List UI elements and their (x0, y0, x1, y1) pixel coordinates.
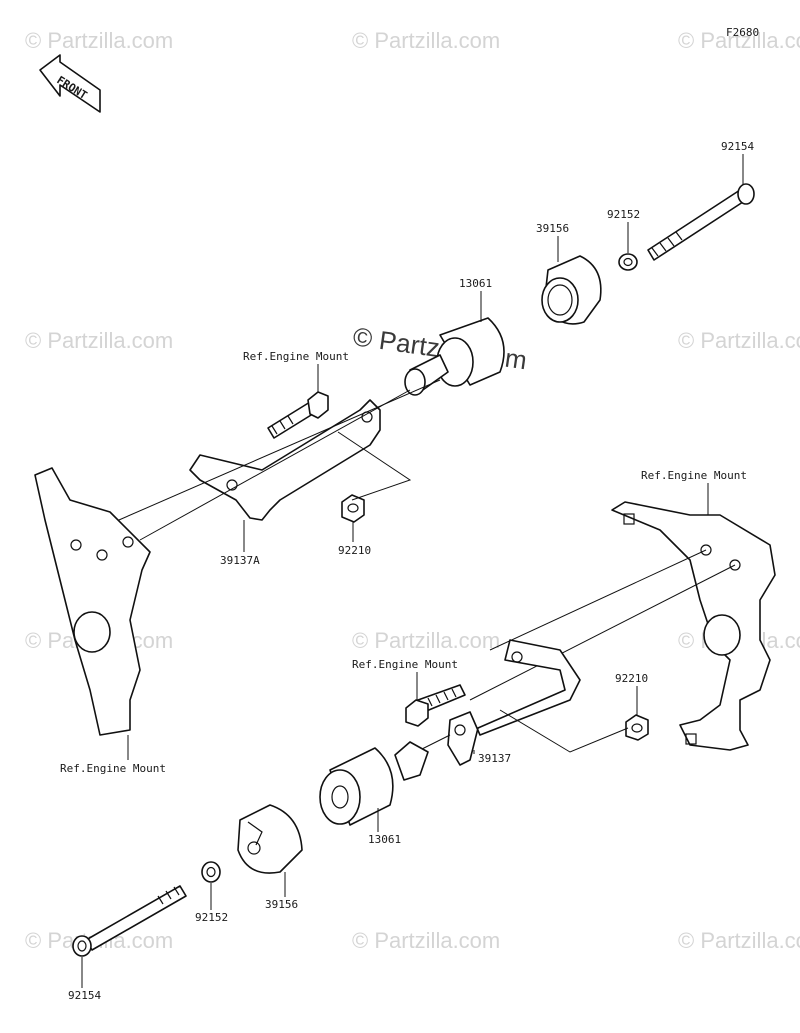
label-ref-lower-bolt: Ref.Engine Mount (352, 658, 458, 671)
right-frame-bracket (611, 501, 776, 751)
label-nut-lower: 92210 (615, 672, 648, 685)
label-ref-left-bracket: Ref.Engine Mount (60, 762, 166, 775)
label-bracket-lower: 39137 (478, 752, 511, 765)
watermark: © Partzilla.com (678, 328, 800, 353)
left-frame-bracket (34, 467, 151, 736)
watermark: © Partzilla.com (352, 628, 500, 653)
upper-rubber (404, 317, 505, 396)
label-washer-upper: 92152 (607, 208, 640, 221)
lower-cap (237, 804, 303, 874)
label-rubber-lower: 13061 (368, 833, 401, 846)
label-nut-upper: 92210 (338, 544, 371, 557)
upper-mount-bolt (267, 391, 329, 439)
upper-nut (341, 494, 365, 523)
lower-washer (201, 861, 221, 883)
figure-code: F2680 (726, 26, 759, 39)
upper-bolt (647, 183, 755, 261)
lower-rubber (319, 741, 429, 826)
lower-bolt (72, 885, 187, 957)
watermark: © Partzilla.com (25, 28, 173, 53)
watermark: © Partzilla.com (352, 28, 500, 53)
lower-bracket (447, 639, 581, 766)
watermark-layer: © Partzilla.com © Partzilla.com © Partzi… (25, 28, 800, 953)
label-ref-right-bracket: Ref.Engine Mount (641, 469, 747, 482)
upper-washer (618, 253, 638, 271)
label-cap-lower: 39156 (265, 898, 298, 911)
watermark: © Partzilla.com (352, 928, 500, 953)
label-rubber-upper: 13061 (459, 277, 492, 290)
lower-mount-bolt (405, 684, 466, 727)
watermark: © Partzilla.com (678, 928, 800, 953)
callout-labels: 92154 92152 39156 13061 Ref.Engine Mount… (60, 140, 754, 1002)
watermark: © Partzilla.com (25, 328, 173, 353)
watermark: © Partzilla.com (678, 28, 800, 53)
lower-nut (625, 714, 649, 741)
label-washer-lower: 92152 (195, 911, 228, 924)
label-bolt-lower: 92154 (68, 989, 101, 1002)
label-ref-upper-bolt: Ref.Engine Mount (243, 350, 349, 363)
upper-cap (541, 255, 602, 325)
front-arrow: FRONT (39, 54, 101, 113)
label-bolt-upper: 92154 (721, 140, 754, 153)
label-cap-upper: 39156 (536, 222, 569, 235)
label-bracket-upper: 39137A (220, 554, 260, 567)
